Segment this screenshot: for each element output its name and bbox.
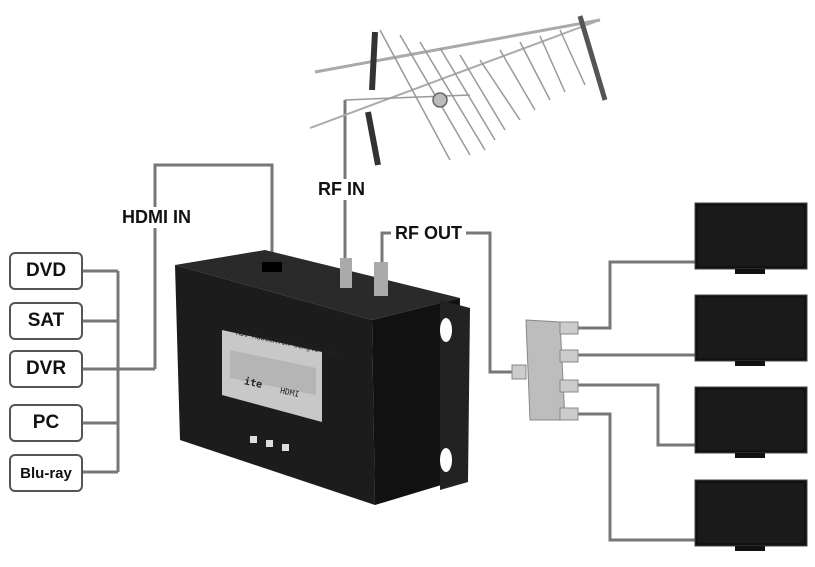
- wires: [83, 100, 700, 542]
- source-label-pc: PC: [32, 412, 60, 433]
- source-label-dvd: DVD: [25, 260, 67, 281]
- source-box-sat: SAT: [9, 302, 83, 340]
- source-label-bluray: Blu-ray: [20, 464, 72, 482]
- antenna-icon: [309, 15, 608, 166]
- modulator-device-icon: [175, 250, 470, 505]
- wire-tv4: [578, 412, 700, 542]
- hdmi-in-label: HDMI IN: [118, 207, 195, 228]
- splitter-icon: [511, 319, 579, 421]
- tv-3: [694, 386, 808, 458]
- source-box-dvr: DVR: [9, 350, 83, 388]
- tv-4: [694, 479, 808, 551]
- wire-hdmi: [153, 163, 274, 369]
- tv-1: [694, 202, 808, 274]
- source-box-dvd: DVD: [9, 252, 83, 290]
- source-label-dvr: DVR: [25, 358, 67, 379]
- source-label-sat: SAT: [27, 310, 65, 331]
- source-box-pc: PC: [9, 404, 83, 442]
- rf-out-label: RF OUT: [391, 223, 466, 244]
- rf-in-label: RF IN: [314, 179, 369, 200]
- wire-rf-out: [380, 231, 512, 374]
- source-box-bluray: Blu-ray: [9, 454, 83, 492]
- tv-2: [694, 294, 808, 366]
- wire-tv3: [578, 383, 700, 447]
- wire-tv1: [578, 260, 700, 330]
